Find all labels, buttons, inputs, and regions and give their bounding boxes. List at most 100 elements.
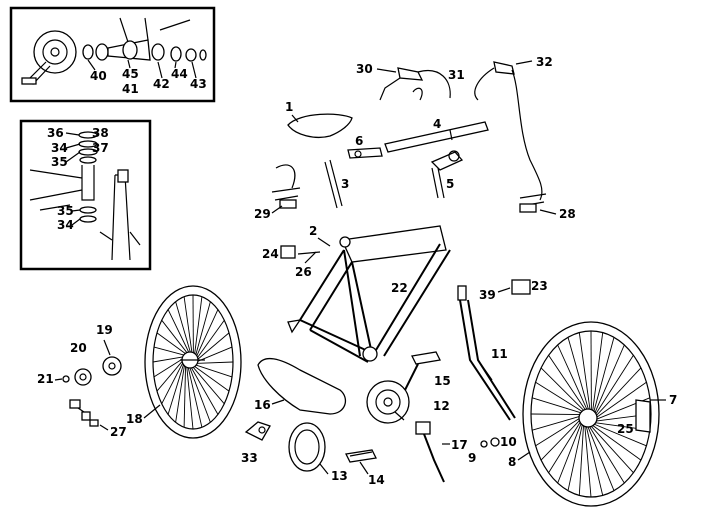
front-wheel	[522, 321, 660, 507]
freewheel-body	[74, 368, 92, 386]
reflector-24	[280, 245, 296, 259]
callout-8: 8	[508, 455, 516, 469]
callout-34-top: 34	[51, 141, 68, 155]
callout-3: 3	[341, 177, 349, 191]
spoke	[195, 309, 219, 359]
spoke	[540, 417, 583, 461]
callout-25: 25	[617, 422, 634, 436]
spoke	[153, 357, 185, 378]
callout-6: 6	[355, 134, 363, 148]
spoke	[192, 364, 230, 392]
bicycle-frame	[287, 225, 451, 363]
crankset	[366, 380, 410, 424]
callout-11: 11	[491, 347, 508, 361]
spoke	[535, 416, 583, 447]
callout-4: 4	[433, 117, 441, 131]
spoke	[585, 423, 604, 496]
callout-30: 30	[356, 62, 373, 76]
reflector-23	[511, 279, 531, 295]
spoke	[187, 365, 203, 428]
spoke	[532, 397, 584, 415]
chain-guard	[257, 357, 347, 415]
spoke	[588, 423, 634, 474]
spoke	[578, 422, 585, 496]
spoke	[183, 364, 187, 428]
spoke	[535, 381, 585, 414]
inset-chainring-crank	[21, 30, 77, 85]
stem	[430, 150, 464, 199]
seat-post	[324, 159, 343, 209]
callout-26: 26	[295, 265, 312, 279]
freewheel-cog	[102, 356, 122, 376]
callout-17: 17	[451, 438, 468, 452]
callout-41: 41	[122, 82, 139, 96]
callout-27: 27	[110, 425, 127, 439]
callout-36: 36	[47, 126, 64, 140]
spoke	[153, 346, 187, 357]
spoke	[593, 355, 634, 418]
callout-34-bottom: 34	[57, 218, 74, 232]
spoke	[548, 355, 588, 413]
brake-lever-left	[379, 67, 451, 101]
callout-42: 42	[153, 77, 170, 91]
callout-10: 10	[500, 435, 517, 449]
callout-38: 38	[92, 126, 109, 140]
callout-43: 43	[190, 77, 207, 91]
callout-24: 24	[262, 247, 279, 261]
saddle	[287, 113, 353, 139]
handlebar	[384, 121, 489, 153]
spoke	[584, 422, 592, 498]
callout-39: 39	[479, 288, 496, 302]
callout-40: 40	[90, 69, 107, 83]
callout-1: 1	[285, 100, 293, 114]
callout-21: 21	[37, 372, 54, 386]
spoke	[152, 356, 186, 363]
spoke	[161, 360, 185, 405]
callout-15: 15	[434, 374, 451, 388]
spoke	[532, 415, 583, 431]
spoke	[586, 423, 615, 491]
axle-nuts-27	[69, 399, 99, 427]
callout-33: 33	[241, 451, 258, 465]
callout-9: 9	[468, 451, 476, 465]
rear-wheel	[144, 285, 242, 439]
brake-lever-right	[474, 61, 543, 201]
spoke	[567, 337, 590, 413]
axle-nut-9	[480, 440, 488, 448]
callout-12: 12	[433, 399, 450, 413]
spoke	[548, 418, 583, 473]
callout-28: 28	[559, 207, 576, 221]
rear-wheel-spokes	[152, 294, 234, 430]
callout-19: 19	[96, 323, 113, 337]
spacer-21	[62, 375, 70, 383]
spoke	[167, 309, 191, 355]
spoke	[194, 301, 211, 358]
spoke	[190, 365, 219, 415]
front-brake-caliper	[519, 193, 547, 213]
spoke	[592, 337, 615, 415]
spoke	[530, 413, 584, 416]
spoke	[175, 362, 186, 423]
callout-5: 5	[446, 177, 454, 191]
callout-13: 13	[331, 469, 348, 483]
rear-brake-caliper	[271, 164, 301, 209]
inset-headset: 36 38 34 37 35 35 34	[19, 119, 152, 271]
callout-22: 22	[391, 281, 408, 295]
washer-10	[490, 437, 500, 447]
spoke	[591, 332, 604, 414]
pedal-14	[345, 449, 377, 463]
spoke	[156, 358, 185, 392]
callout-20: 20	[70, 341, 87, 355]
spoke	[593, 367, 642, 419]
callout-44: 44	[171, 67, 188, 81]
spoke	[193, 363, 233, 378]
callout-37: 37	[92, 141, 109, 155]
spoke	[557, 344, 589, 413]
spoke	[593, 344, 625, 416]
callout-31: 31	[448, 68, 465, 82]
spoke	[578, 332, 591, 413]
pedal-15	[403, 351, 441, 393]
spoke	[183, 296, 193, 355]
spoke	[589, 423, 642, 461]
callout-29: 29	[254, 207, 271, 221]
